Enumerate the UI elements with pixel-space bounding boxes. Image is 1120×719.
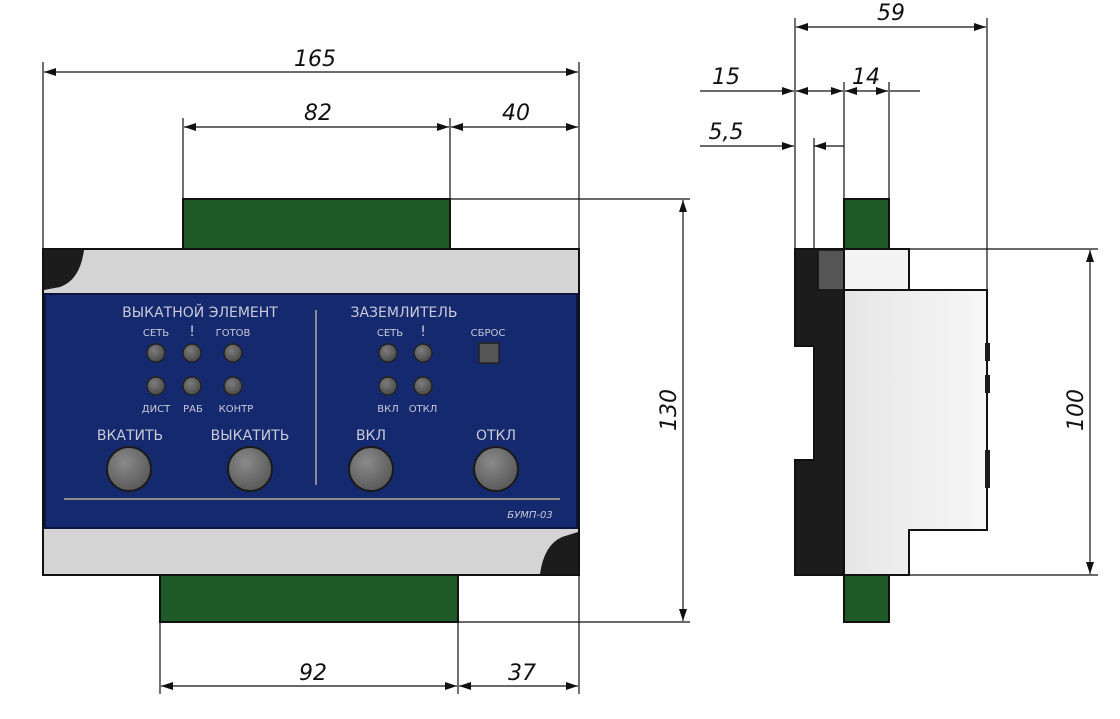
led-work (182, 376, 202, 396)
side-body (843, 289, 988, 576)
top-terminal-block (182, 198, 451, 250)
led-dist (146, 376, 166, 396)
dim-overall-height: 130 (657, 389, 682, 431)
dim-front-thickness: 5,5 (709, 120, 744, 145)
led-label-dist: ДИСТ (142, 404, 171, 415)
led-label-alarm: ! (189, 324, 195, 340)
ground-label-on: ВКЛ (377, 404, 398, 415)
section-title-right: ЗАЗЕМЛИТЕЛЬ (351, 305, 458, 321)
ground-led-on (378, 376, 398, 396)
led-set (146, 343, 166, 363)
side-tab-3 (985, 450, 990, 488)
on-button[interactable] (348, 446, 394, 492)
led-label-set: СЕТЬ (143, 328, 169, 339)
button-label-roll-in: ВКАТИТЬ (97, 428, 163, 444)
roll-in-button[interactable] (106, 446, 152, 492)
ground-label-set: СЕТЬ (377, 328, 403, 339)
side-view (794, 198, 990, 623)
side-front-knob (817, 249, 845, 291)
ground-label-off: ОТКЛ (409, 404, 438, 415)
side-top-terminal (843, 198, 890, 250)
model-label: БУМП-03 (507, 510, 552, 521)
led-alarm (182, 343, 202, 363)
roll-out-button[interactable] (227, 446, 273, 492)
side-tab-1 (985, 343, 990, 361)
button-label-off: ОТКЛ (476, 428, 516, 444)
bottom-terminal-block (159, 574, 459, 623)
dim-front-offset: 15 (712, 65, 740, 90)
reset-button[interactable] (478, 342, 500, 364)
led-ready (223, 343, 243, 363)
ground-label-alarm: ! (420, 324, 426, 340)
dim-bottom-terminal-width: 92 (299, 661, 327, 686)
reset-label: СБРОС (471, 328, 506, 339)
side-bottom-terminal (843, 574, 890, 623)
led-control (223, 376, 243, 396)
button-label-roll-out: ВЫКАТИТЬ (211, 428, 290, 444)
front-view: ВЫКАТНОЙ ЭЛЕМЕНТ ЗАЗЕМЛИТЕЛЬ СЕТЬ ! ГОТО… (42, 198, 580, 623)
side-front-plate (794, 248, 845, 576)
ground-led-set (378, 343, 398, 363)
side-dimensions (700, 18, 1098, 576)
dim-top-terminal-width: 82 (304, 101, 332, 126)
corner-bottom-right (540, 532, 578, 574)
dim-top-terminal-right: 40 (502, 101, 530, 126)
side-tab-2 (985, 375, 990, 393)
led-label-work: РАБ (183, 404, 203, 415)
front-dimensions (42, 62, 690, 694)
dim-bottom-terminal-right: 37 (508, 661, 536, 686)
section-title-left: ВЫКАТНОЙ ЭЛЕМЕНТ (122, 303, 278, 321)
dim-body-height: 100 (1064, 389, 1089, 431)
dim-terminal-depth: 14 (852, 65, 880, 90)
button-label-on: ВКЛ (356, 428, 386, 444)
dim-overall-width: 165 (294, 47, 336, 72)
side-top-step (843, 248, 910, 291)
dim-depth: 59 (877, 1, 905, 26)
led-label-control: КОНТР (219, 404, 254, 415)
off-button[interactable] (473, 446, 519, 492)
ground-led-alarm (413, 343, 433, 363)
led-label-ready: ГОТОВ (216, 328, 251, 339)
corner-top-left (44, 250, 84, 290)
ground-led-off (413, 376, 433, 396)
